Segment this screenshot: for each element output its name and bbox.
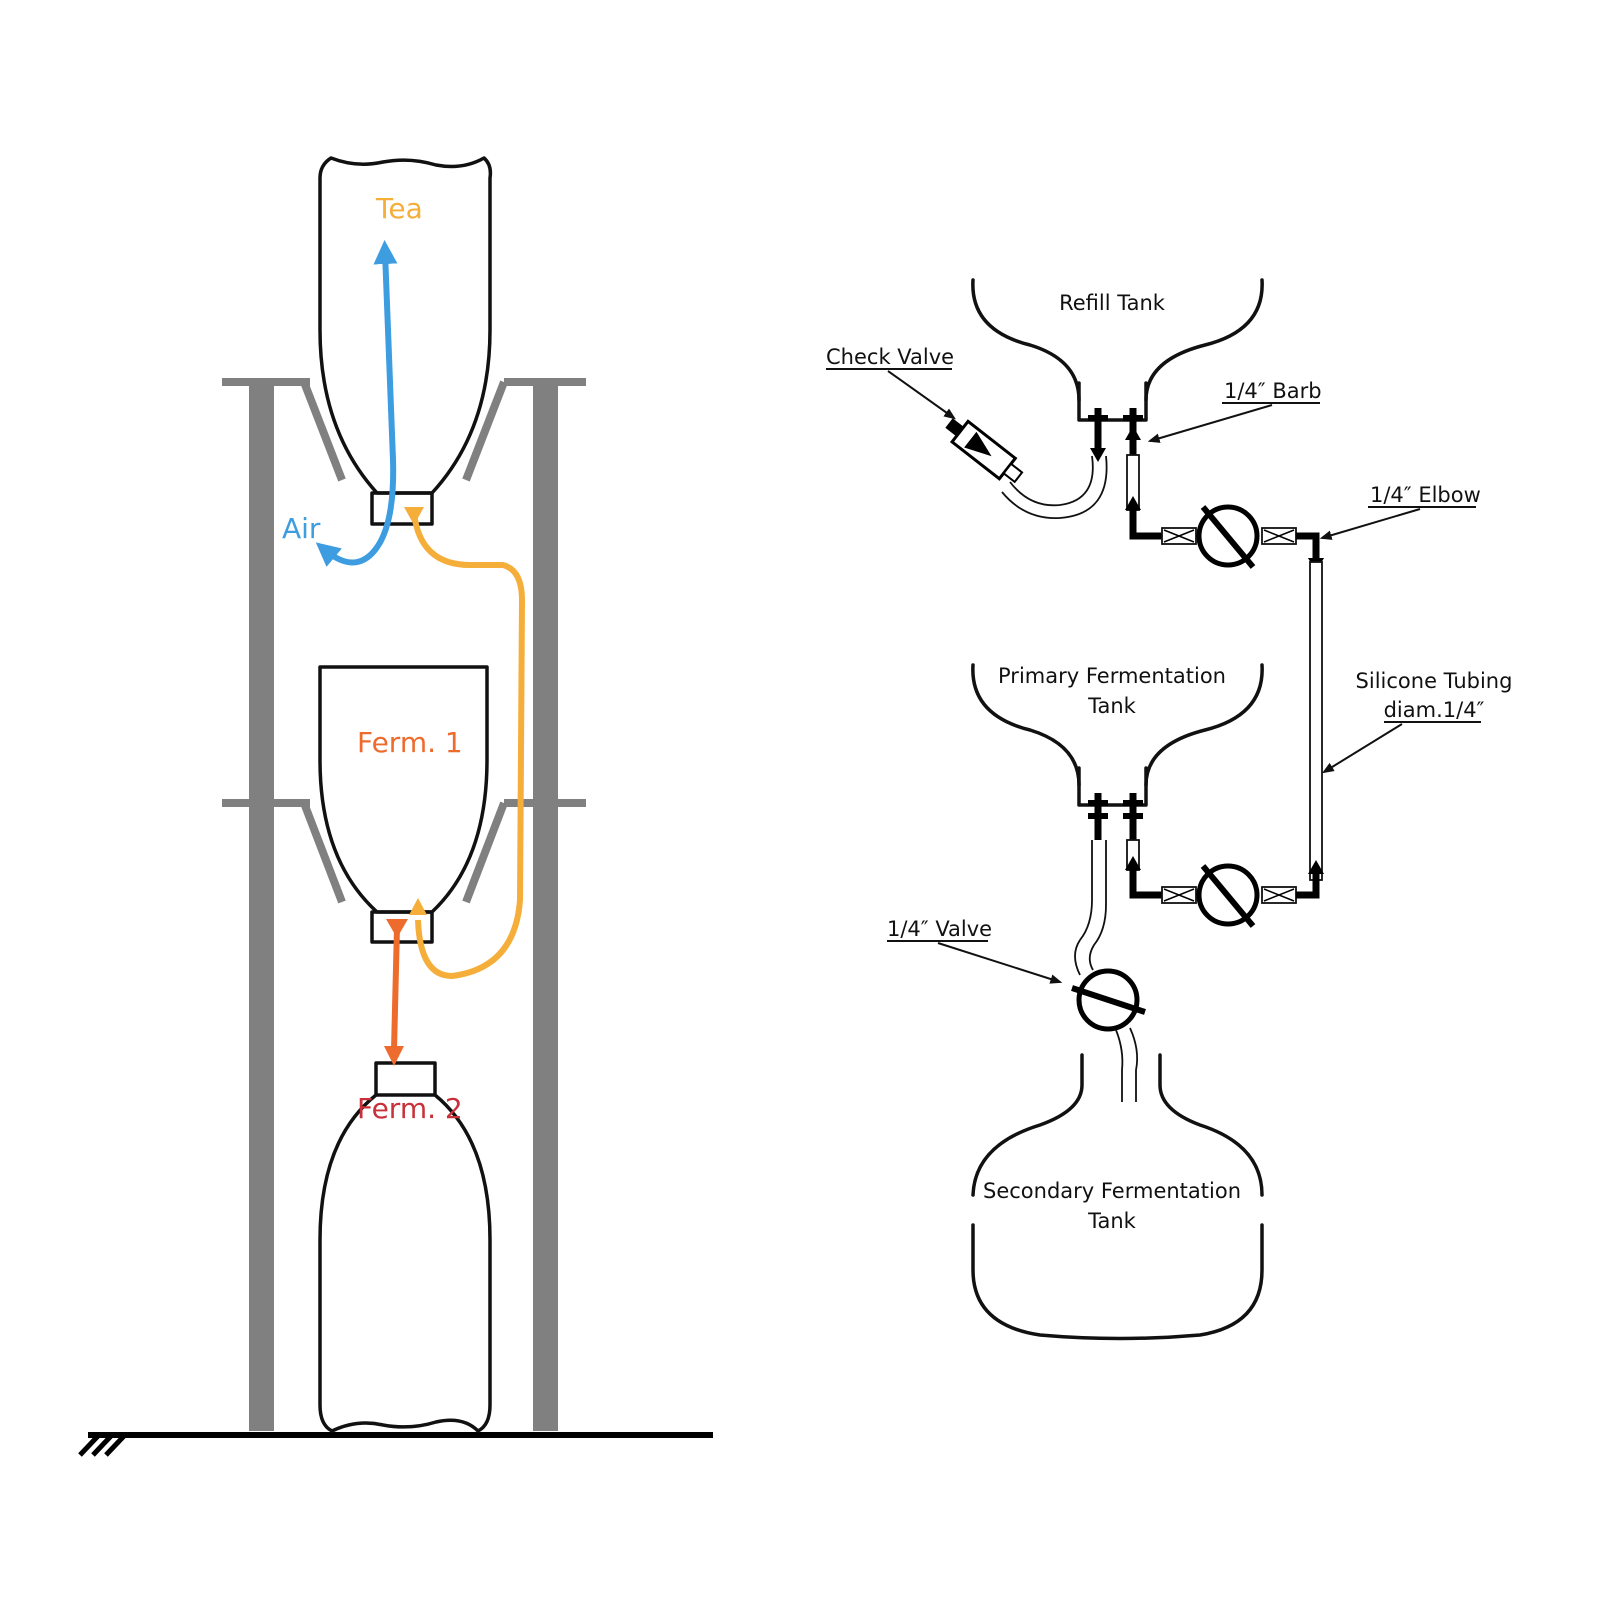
secondary-tank-label-line1: Secondary Fermentation [983,1179,1241,1203]
ferm-arrowhead-bottom [384,1046,404,1066]
primary-fermentation-tank [971,663,1264,807]
frame-post-right [533,378,558,1431]
primary-tank-label-line1: Primary Fermentation [998,664,1226,688]
tea-arrowhead-up [409,898,427,915]
primary-drain-tube [1074,840,1093,976]
callout-leaders [826,368,1481,984]
ferm2-bottle [318,1061,492,1433]
left-stand-diagram: Tea Air Ferm. 1 Ferm. 2 [78,156,713,1457]
silicone-tubing [1309,561,1323,881]
valve-label: 1/4″ Valve [887,917,992,941]
refill-barbs [1088,408,1143,462]
air-flow-arrow [315,240,398,567]
primary-barbs [1088,793,1143,840]
ferm-flow-arrow [391,926,400,1051]
refill-tank [971,278,1264,422]
lower-valve-icon [1196,863,1260,928]
ground-line [78,1432,713,1457]
secondary-inlet-tube [1115,1029,1124,1102]
ferm1-jar [318,665,489,944]
ferm-arrowhead-top [386,919,408,938]
elbow-label: 1/4″ Elbow [1370,483,1481,507]
drain-valve-icon [1071,968,1146,1032]
refill-tank-label: Refill Tank [1059,291,1166,315]
frame-post-left [249,378,274,1431]
check-valve [945,418,1024,484]
ferm2-label: Ferm. 2 [357,1092,463,1125]
tea-label: Tea [375,192,423,225]
check-valve-label: Check Valve [826,345,954,369]
check-valve-tube [1009,455,1094,507]
barb-label: 1/4″ Barb [1224,379,1322,403]
upper-valve-icon [1196,504,1260,569]
secondary-tank-label-line2: Tank [1087,1209,1137,1233]
tea-arrowhead-down [404,507,424,525]
shelf-top [222,378,586,482]
ferm1-label: Ferm. 1 [357,726,463,759]
lower-pipe-run [1125,839,1324,904]
secondary-fermentation-tank [971,1053,1264,1341]
tea-flow-arrow [411,512,526,980]
silicone-tubing-label-line2: diam.1/4″ [1384,698,1485,722]
right-plumbing-diagram: Refill Tank Check Valve 1/4″ Barb 1/4″ E… [826,278,1513,1341]
air-label: Air [282,512,321,545]
silicone-tubing-label-line1: Silicone Tubing [1356,669,1513,693]
primary-tank-label-line2: Tank [1087,694,1137,718]
shelf-middle [222,799,586,904]
